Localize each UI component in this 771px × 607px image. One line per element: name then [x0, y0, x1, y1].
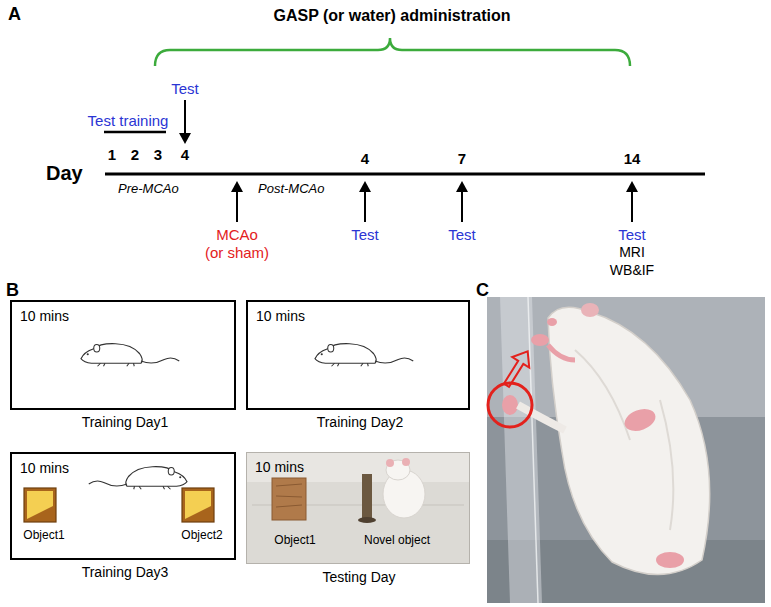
day-number: 14 [624, 150, 641, 168]
day-number: 7 [458, 150, 466, 168]
duration-label: 10 mins [20, 460, 69, 477]
panel-letter: B [6, 280, 19, 302]
cylinder-photo [487, 297, 765, 603]
object-label: Object1 [274, 533, 315, 547]
mouse-drawing [89, 467, 187, 490]
rat-body [548, 307, 710, 574]
bracket-title: GASP (or water) administration [273, 6, 510, 25]
object-block [24, 488, 56, 522]
test-arrow-head [456, 181, 468, 192]
test-arrow-shaft [364, 190, 366, 222]
mouse-drawing [315, 344, 413, 367]
panel-caption: Testing Day [322, 569, 395, 586]
axis-title: Day [46, 161, 83, 185]
photo-mouse-ear [402, 458, 410, 466]
novel-object [362, 474, 372, 520]
rat-ear [581, 303, 599, 317]
object-label: Novel object [364, 533, 430, 547]
panel-letter: C [476, 280, 489, 302]
test-arrow-shaft [631, 190, 633, 222]
panel-caption: Training Day1 [82, 414, 169, 431]
test-arrow-head [359, 181, 371, 192]
rat-nose [547, 318, 557, 326]
panel-box: 10 minsTraining Day1 [10, 300, 236, 410]
test-label: Test training [88, 112, 169, 130]
test-label: Test [448, 226, 476, 244]
photo-mouse-ear [386, 459, 394, 467]
panel-box: 10 minsObject1Novel objectTesting Day [246, 452, 470, 564]
day-number: 1 [108, 146, 116, 164]
red-arrow-marker [498, 346, 536, 391]
test-arrow-head [179, 133, 191, 144]
rat-forelimb [548, 345, 575, 360]
rat-fur [575, 350, 673, 530]
phase-label: Post-MCAo [258, 181, 324, 197]
panel-caption: Training Day2 [317, 414, 404, 431]
test-arrow-shaft [461, 190, 463, 222]
wood-object [272, 478, 306, 520]
duration-label: 10 mins [256, 308, 305, 325]
object-block [182, 488, 214, 522]
surgery-label: MCAo [216, 226, 258, 244]
green-bracket [155, 38, 630, 66]
panel-box: 10 minsTraining Day2 [246, 300, 470, 410]
training-span-line [104, 131, 166, 134]
mcao-arrow-shaft [236, 190, 238, 222]
mcao-arrow-head [231, 181, 243, 192]
rat-foot [622, 405, 659, 435]
test-label: Test [351, 226, 379, 244]
test-label: Test [171, 80, 199, 98]
test-arrow-head [626, 181, 638, 192]
object-highlight [185, 491, 211, 519]
assay-label: MRI [619, 244, 645, 261]
rat-paw [502, 395, 518, 415]
object-label: Object1 [23, 528, 64, 542]
day-number: 3 [154, 146, 162, 164]
rat-forelimb [518, 405, 565, 430]
novel-object-base [358, 517, 376, 523]
surgery-label: (or sham) [205, 244, 269, 262]
rat-paw [531, 334, 549, 346]
phase-label: Pre-MCAo [118, 181, 179, 197]
object-highlight [27, 491, 53, 519]
mouse-drawing [81, 344, 179, 367]
assay-label: WB&IF [610, 262, 654, 279]
panel-box: 10 minsObject1Object2Training Day3 [10, 452, 236, 560]
day-number: 4 [361, 150, 369, 168]
day-number: 2 [131, 146, 139, 164]
panel-letter: A [8, 4, 21, 26]
rat-foot [656, 552, 684, 568]
timeline-axis [105, 173, 705, 176]
test-arrow-shaft [184, 100, 186, 134]
arena-photo [246, 452, 470, 564]
panel-caption: Training Day3 [82, 564, 169, 581]
duration-label: 10 mins [255, 459, 304, 476]
wood-grain [276, 484, 302, 507]
object-label: Object2 [181, 528, 222, 542]
day-number: 4 [181, 146, 189, 164]
duration-label: 10 mins [20, 308, 69, 325]
red-circle-marker [488, 383, 532, 427]
test-label: Test [618, 226, 646, 244]
